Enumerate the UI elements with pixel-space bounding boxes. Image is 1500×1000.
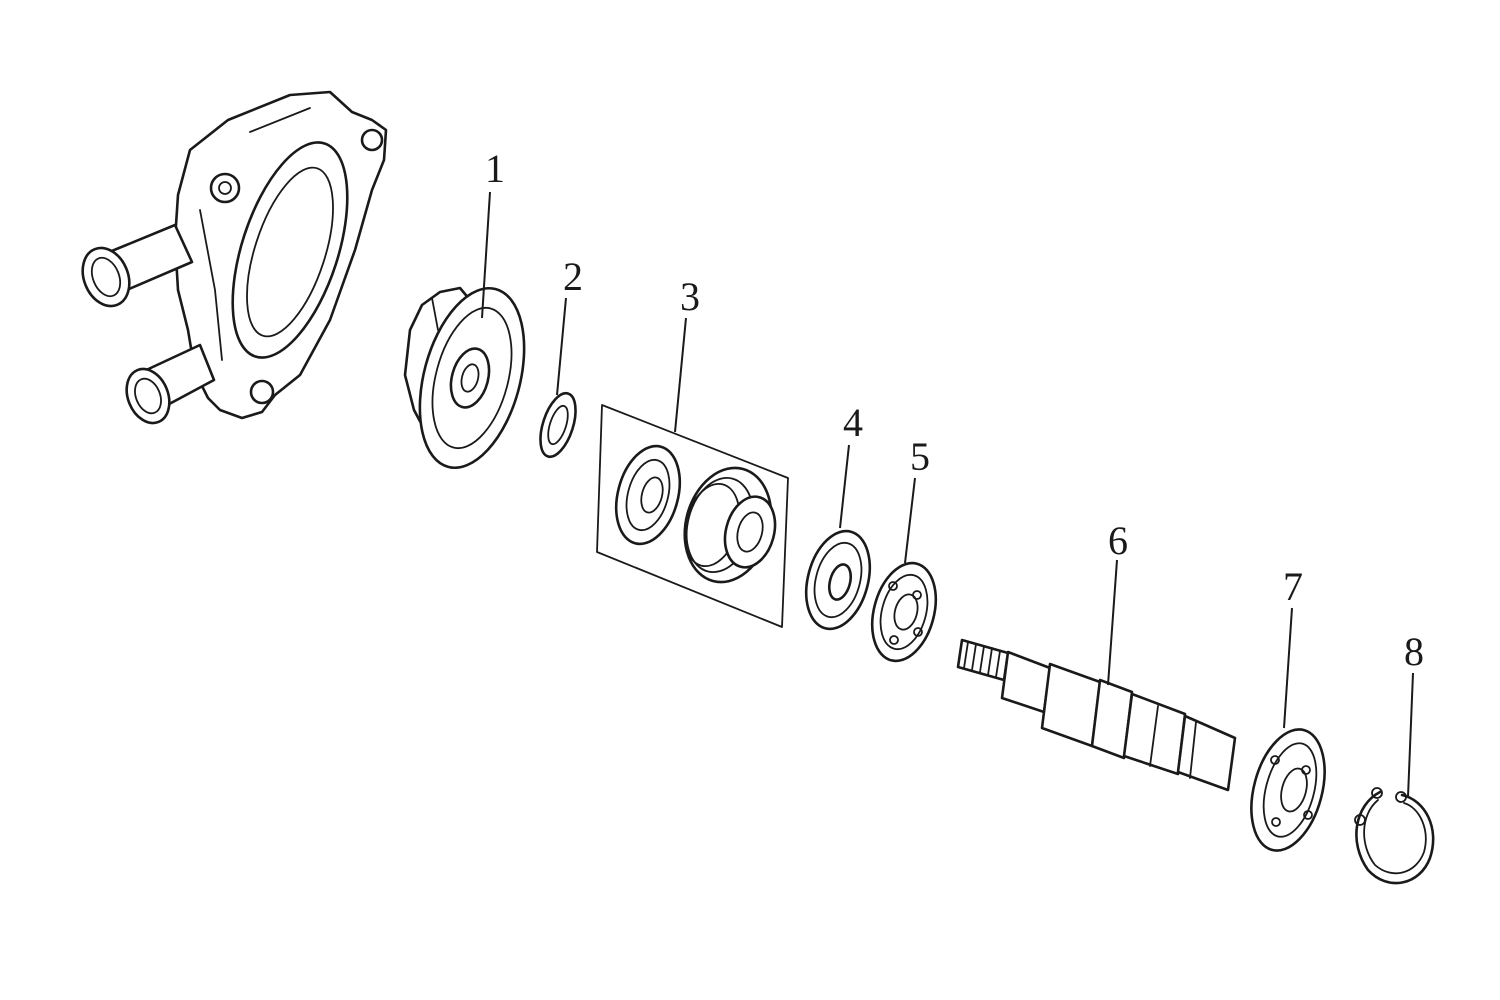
leader-line-4 [839,444,850,529]
callout-2: 2 [563,254,583,299]
callout-4: 4 [843,400,863,445]
seal-set-frame [596,404,789,628]
washer [539,391,577,459]
leader-line-7 [1283,607,1293,729]
callout-3: 3 [680,274,700,319]
leader-line-2 [556,297,567,396]
leader-line-8 [1407,672,1414,798]
mechanical-seal-set [596,404,789,628]
callout-6: 6 [1108,518,1128,563]
callout-1: 1 [485,146,505,191]
bearing-inner [870,561,938,663]
leader-line-1 [481,191,491,319]
oil-seal [804,529,872,631]
leader-line-3 [674,317,687,433]
callout-7: 7 [1283,564,1303,609]
leader-line-6 [1107,559,1118,686]
bearing-outer [1250,728,1326,852]
circlip [1354,787,1435,885]
callout-5: 5 [910,434,930,479]
callout-8: 8 [1404,629,1424,674]
pump-shaft [956,638,1237,792]
leader-line-5 [904,477,916,564]
pump-housing-cover [81,90,388,425]
impeller [403,286,526,470]
